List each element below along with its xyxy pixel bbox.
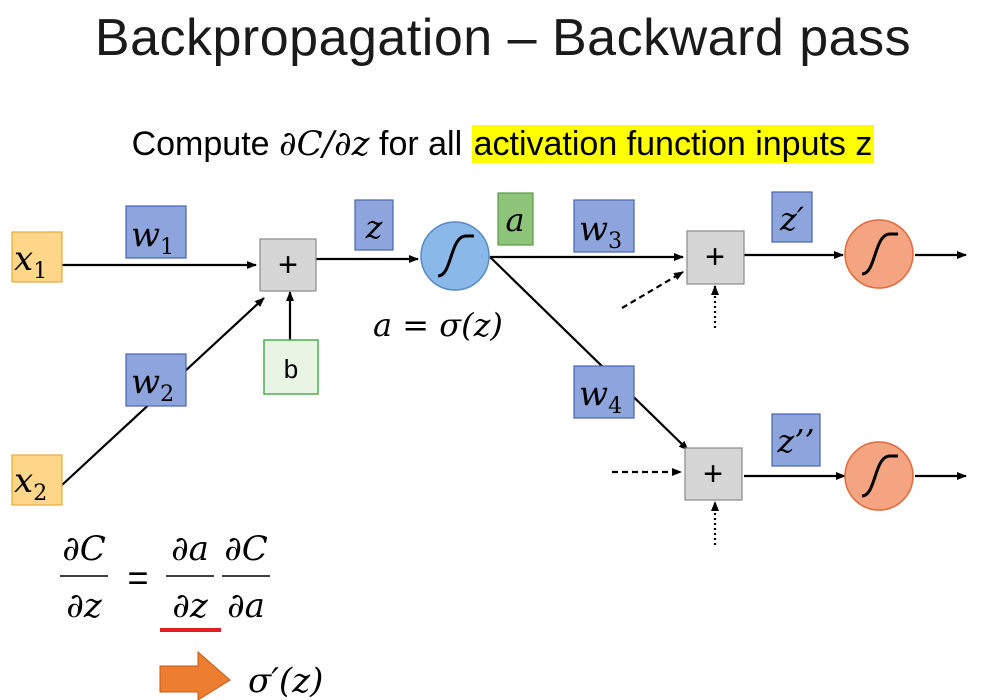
sigmoid-neuron-2 bbox=[844, 219, 914, 289]
svg-text:x2: x2 bbox=[14, 461, 47, 506]
connections bbox=[61, 251, 967, 545]
svg-text:+: + bbox=[705, 238, 725, 276]
sum-node-2: + bbox=[686, 230, 745, 285]
svg-text:∂C: ∂C bbox=[224, 529, 268, 569]
svg-text:w3: w3 bbox=[579, 209, 622, 254]
sigmoid-icon bbox=[861, 454, 898, 498]
slide-subtitle: Compute ∂C/∂z for all activation functio… bbox=[0, 124, 1006, 164]
subtitle-middle: for all bbox=[369, 125, 472, 163]
label-z-prime: z′ bbox=[771, 191, 813, 243]
svg-text:w1: w1 bbox=[131, 215, 174, 260]
svg-text:∂a: ∂a bbox=[227, 586, 265, 626]
weight-w3: w3 bbox=[573, 199, 635, 254]
sigmoid-derivative: σ′(z) bbox=[248, 661, 323, 700]
subtitle-highlight: activation function inputs z bbox=[471, 125, 875, 163]
sigmoid-neuron-1 bbox=[420, 221, 490, 291]
svg-text:∂z: ∂z bbox=[172, 586, 209, 626]
svg-text:z′: z′ bbox=[779, 200, 805, 238]
svg-text:a: a bbox=[505, 201, 524, 239]
edge-dashed-sum2 bbox=[621, 271, 684, 309]
right-arrow-icon bbox=[159, 650, 231, 700]
sigmoid-icon bbox=[861, 232, 898, 276]
svg-text:x1: x1 bbox=[14, 239, 47, 284]
svg-text:z’’: z’’ bbox=[776, 422, 814, 460]
svg-text:∂a: ∂a bbox=[171, 529, 209, 569]
sigmoid-icon bbox=[437, 234, 474, 278]
svg-text:+: + bbox=[703, 455, 723, 493]
svg-text:z: z bbox=[365, 208, 384, 246]
sum-node-3: + bbox=[684, 447, 743, 501]
sum-node-1: + bbox=[259, 238, 317, 292]
weight-w2: w2 bbox=[125, 353, 187, 407]
activation-equation: a = σ(z) bbox=[373, 306, 503, 344]
input-x1: x1 bbox=[11, 231, 63, 284]
input-x2: x2 bbox=[11, 454, 63, 506]
svg-text:+: + bbox=[278, 246, 298, 284]
label-z-double-prime: z’’ bbox=[771, 413, 821, 467]
svg-text:w2: w2 bbox=[131, 362, 174, 407]
label-z: z bbox=[354, 199, 394, 251]
label-a: a bbox=[497, 192, 534, 246]
chain-rule-equation: ∂C ∂z = ∂a ∂z ∂C ∂a bbox=[60, 529, 270, 632]
weight-w1: w1 bbox=[125, 205, 187, 260]
svg-text:=: = bbox=[127, 557, 148, 598]
svg-text:w4: w4 bbox=[579, 374, 622, 419]
svg-text:∂z: ∂z bbox=[66, 586, 103, 626]
sigmoid-neuron-3 bbox=[844, 441, 914, 511]
result-arrow: σ′(z) bbox=[159, 650, 323, 700]
svg-text:b: b bbox=[284, 354, 298, 384]
weight-w4: w4 bbox=[573, 365, 635, 419]
subtitle-math: ∂C/∂z bbox=[279, 124, 370, 164]
edge-sigmoid-sum3 bbox=[489, 256, 689, 451]
svg-text:∂C: ∂C bbox=[62, 529, 106, 569]
subtitle-prefix: Compute bbox=[131, 125, 279, 163]
bias-b: b bbox=[263, 339, 319, 395]
slide-title: Backpropagation – Backward pass bbox=[94, 9, 912, 67]
